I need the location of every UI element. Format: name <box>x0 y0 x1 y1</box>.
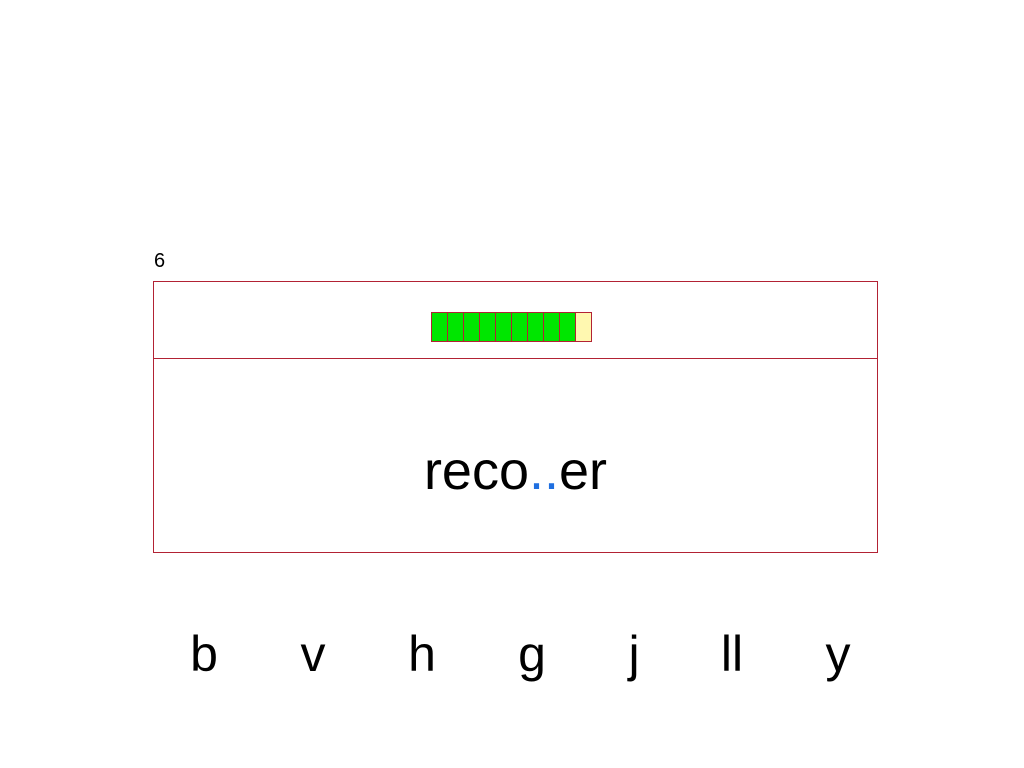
word-suffix: er <box>559 441 608 501</box>
letter-options: b v h g j ll y <box>150 622 880 692</box>
word-blank: .. <box>529 441 560 501</box>
progress-cell-complete <box>431 312 448 342</box>
progress-row <box>154 282 877 359</box>
option-g[interactable]: g <box>518 626 546 682</box>
exercise-box: reco..er <box>153 281 878 553</box>
progress-cell-complete <box>447 312 464 342</box>
word-prefix: reco <box>423 441 529 501</box>
progress-cell-complete <box>511 312 528 342</box>
option-ll[interactable]: ll <box>720 626 744 682</box>
progress-cell-complete <box>543 312 560 342</box>
word-area: reco..er <box>154 359 877 553</box>
progress-cell-complete <box>479 312 496 342</box>
page-number: 6 <box>154 250 166 272</box>
target-word: reco..er <box>154 441 877 501</box>
progress-bar <box>431 312 592 342</box>
option-v[interactable]: v <box>300 626 326 682</box>
progress-cell-complete <box>463 312 480 342</box>
progress-cell-complete <box>527 312 544 342</box>
progress-cell-complete <box>559 312 576 342</box>
option-h[interactable]: h <box>408 626 436 682</box>
option-j[interactable]: j <box>628 626 640 682</box>
progress-cell-complete <box>495 312 512 342</box>
progress-cell-pending <box>575 312 592 342</box>
option-y[interactable]: y <box>825 626 851 682</box>
option-b[interactable]: b <box>190 626 218 682</box>
